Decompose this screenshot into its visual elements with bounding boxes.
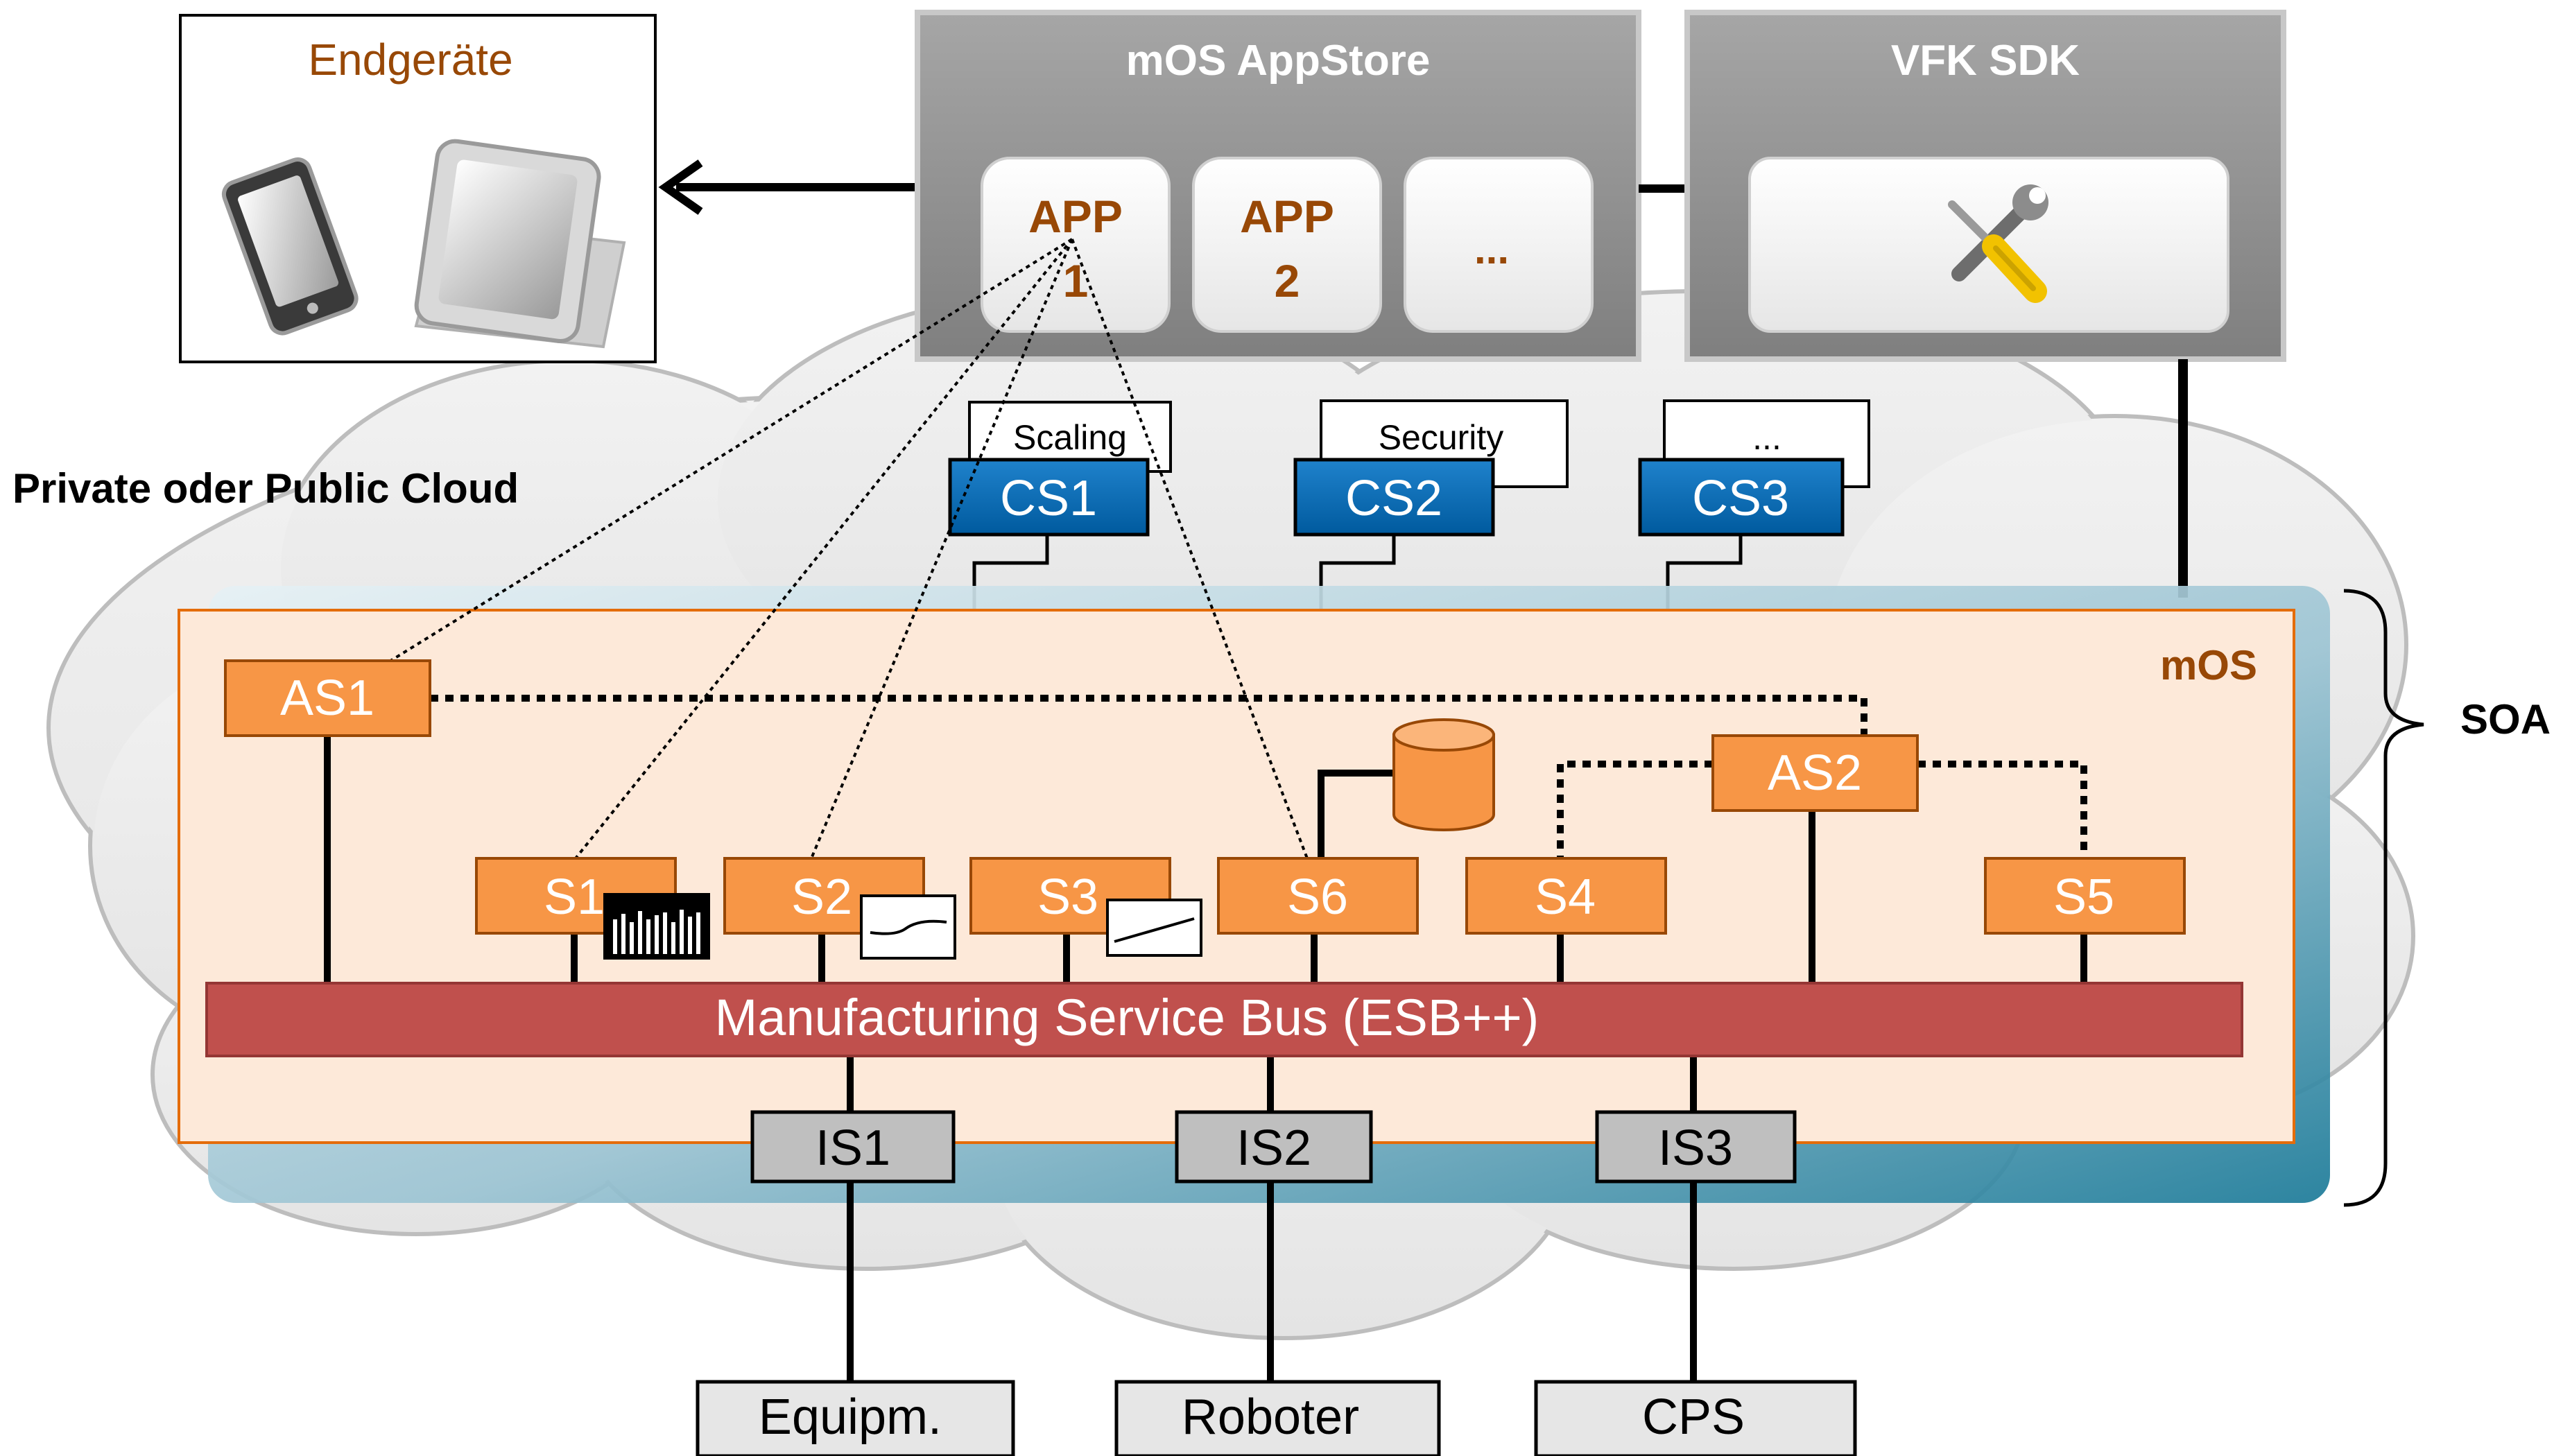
appstore-panel: mOS AppStore APP 1 APP 2 ... — [915, 10, 1641, 362]
cs3-label: CS3 — [1692, 471, 1789, 526]
s4-label: S4 — [1535, 869, 1596, 925]
device-roboter[interactable]: Roboter — [1114, 1380, 1441, 1456]
mos-title: mOS — [2160, 642, 2257, 688]
appstore-title: mOS AppStore — [1126, 37, 1431, 85]
s1-label: S1 — [544, 869, 605, 925]
smartphone-icon — [221, 157, 359, 336]
cloud-service-cs2[interactable]: Security CS2 — [1293, 399, 1569, 537]
app-service-as2[interactable]: AS2 — [1711, 734, 1919, 812]
app-tile-1-line1: APP — [1028, 191, 1123, 242]
is1-label: IS1 — [816, 1120, 890, 1176]
as2-label: AS2 — [1768, 745, 1862, 801]
s6-label: S6 — [1287, 869, 1348, 925]
bus-connectors — [324, 736, 2087, 1382]
app-tile-2-line1: APP — [1240, 191, 1334, 242]
sdk-title: VFK SDK — [1891, 37, 2080, 85]
cs2-label: CS2 — [1345, 471, 1442, 526]
tablet-icon — [414, 139, 626, 349]
cs2-tab: Security — [1379, 418, 1504, 457]
cs3-tab: ... — [1752, 418, 1781, 457]
device-equipment-label: Equipm. — [759, 1389, 942, 1445]
app-tile-1-line2: 1 — [1063, 255, 1089, 306]
s5-label: S5 — [2053, 869, 2114, 925]
bus-label: Manufacturing Service Bus (ESB++) — [715, 989, 1539, 1046]
interface-service-is1[interactable]: IS1 — [750, 1110, 956, 1184]
manufacturing-service-bus: Manufacturing Service Bus (ESB++) — [205, 982, 2243, 1057]
sdk-panel: VFK SDK — [1684, 10, 2286, 362]
device-equipment[interactable]: Equipm. — [696, 1380, 1015, 1456]
database-icon — [1392, 718, 1495, 831]
interface-service-is2[interactable]: IS2 — [1175, 1110, 1373, 1184]
app-tile-2-line2: 2 — [1275, 255, 1300, 306]
as1-label: AS1 — [280, 670, 374, 726]
service-s5[interactable]: S5 — [1984, 857, 2186, 935]
app-service-links — [430, 695, 2087, 894]
tools-icon — [1948, 184, 2048, 303]
curve-thumbnail-icon — [860, 894, 956, 960]
app-tile-more-line1: ... — [1474, 226, 1509, 272]
soa-label: SOA — [2460, 696, 2551, 743]
app-tile-more[interactable]: ... — [1404, 157, 1594, 333]
histogram-thumbnail-icon — [603, 893, 710, 960]
cloud-service-cs3[interactable]: ... CS3 — [1638, 399, 1870, 537]
line-thumbnail-icon — [1106, 899, 1202, 957]
s3-label: S3 — [1037, 869, 1098, 925]
interface-service-is3[interactable]: IS3 — [1595, 1110, 1797, 1184]
app-tile-2[interactable]: APP 2 — [1192, 157, 1382, 333]
is2-label: IS2 — [1236, 1120, 1311, 1176]
endgeraete-box: Endgeräte — [179, 14, 657, 363]
device-roboter-label: Roboter — [1182, 1389, 1359, 1445]
cs1-tab: Scaling — [1013, 418, 1127, 457]
cloud-label: Private oder Public Cloud — [12, 465, 519, 512]
cloud-service-cs1[interactable]: Scaling CS1 — [948, 401, 1172, 537]
soa-brace — [2343, 589, 2424, 1207]
service-s4[interactable]: S4 — [1465, 857, 1667, 935]
app-service-as1[interactable]: AS1 — [224, 659, 431, 737]
service-s6[interactable]: S6 — [1217, 857, 1419, 935]
endgeraete-title: Endgeräte — [308, 35, 512, 85]
is3-label: IS3 — [1658, 1120, 1733, 1176]
app1-dependency-lines — [387, 238, 1309, 860]
cs1-label: CS1 — [1000, 471, 1097, 526]
device-cps[interactable]: CPS — [1534, 1380, 1857, 1456]
s2-label: S2 — [791, 869, 852, 925]
device-cps-label: CPS — [1642, 1389, 1745, 1445]
app-tile-1[interactable]: APP 1 — [981, 157, 1171, 333]
